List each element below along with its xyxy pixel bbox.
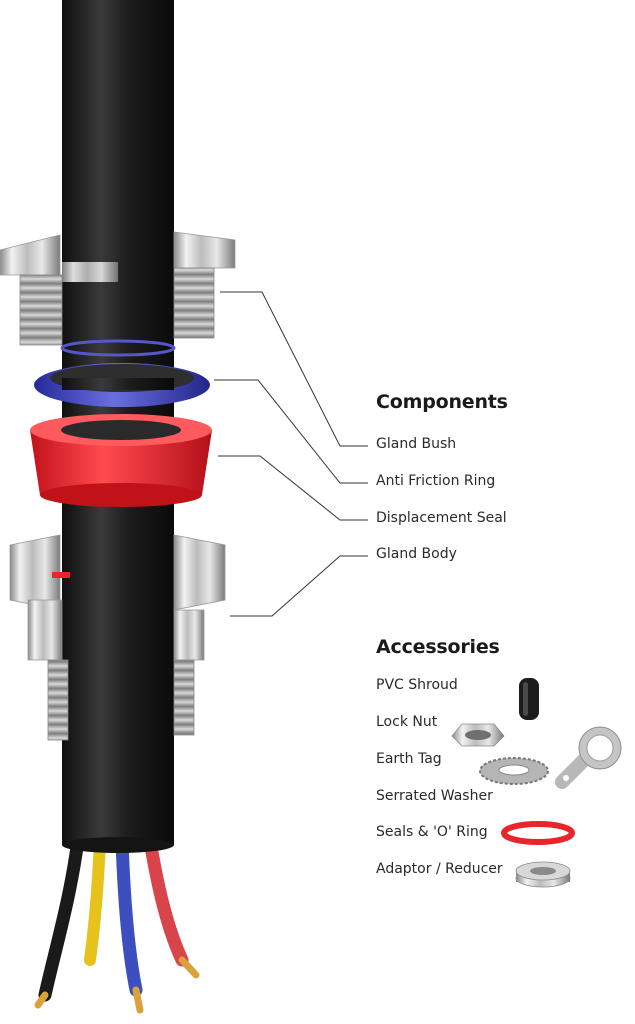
leader-lines — [214, 291, 368, 617]
component-label-gland-bush: Gland Bush — [376, 436, 457, 452]
leader-gland-body — [230, 555, 368, 617]
components-heading: Components — [376, 391, 508, 413]
accessories-heading: Accessories — [376, 636, 500, 658]
component-label-anti-friction-ring: Anti Friction Ring — [376, 473, 496, 489]
lock-nut-icon — [451, 723, 505, 747]
displacement-seal — [30, 414, 212, 507]
wire-black — [38, 833, 85, 1002]
cable-wires — [34, 833, 200, 1014]
leader-gland-bush — [220, 291, 368, 447]
accessory-label-serrated-washer: Serrated Washer — [376, 788, 493, 804]
accessory-label-lock-nut: Lock Nut — [376, 714, 438, 730]
wire-yellow — [84, 834, 106, 966]
adaptor-reducer-icon — [515, 861, 571, 888]
earth-tag-icon — [555, 726, 622, 789]
accessory-label-pvc-shroud: PVC Shroud — [376, 677, 458, 693]
wire-blue — [115, 833, 143, 997]
wire-copper-1 — [34, 991, 49, 1009]
leader-displacement-seal — [218, 455, 368, 521]
component-label-displacement-seal: Displacement Seal — [376, 510, 507, 526]
component-label-gland-body: Gland Body — [376, 546, 457, 562]
anti-friction-ring — [34, 363, 210, 407]
wire-copper-3 — [178, 956, 200, 979]
accessory-label-earth-tag: Earth Tag — [376, 751, 442, 767]
wire-copper-2 — [132, 986, 144, 1014]
serrated-washer-icon — [479, 757, 549, 785]
o-ring-icon — [501, 821, 575, 845]
pvc-shroud-icon — [519, 678, 539, 720]
gland-body — [9, 534, 226, 741]
gland-bush — [0, 231, 236, 357]
accessory-label-adaptor-reducer: Adaptor / Reducer — [376, 861, 503, 877]
accessory-label-seals-o-ring: Seals & 'O' Ring — [376, 824, 488, 840]
accessory-icons — [451, 678, 622, 888]
wire-red — [143, 833, 189, 967]
leader-anti-friction-ring — [214, 379, 368, 484]
